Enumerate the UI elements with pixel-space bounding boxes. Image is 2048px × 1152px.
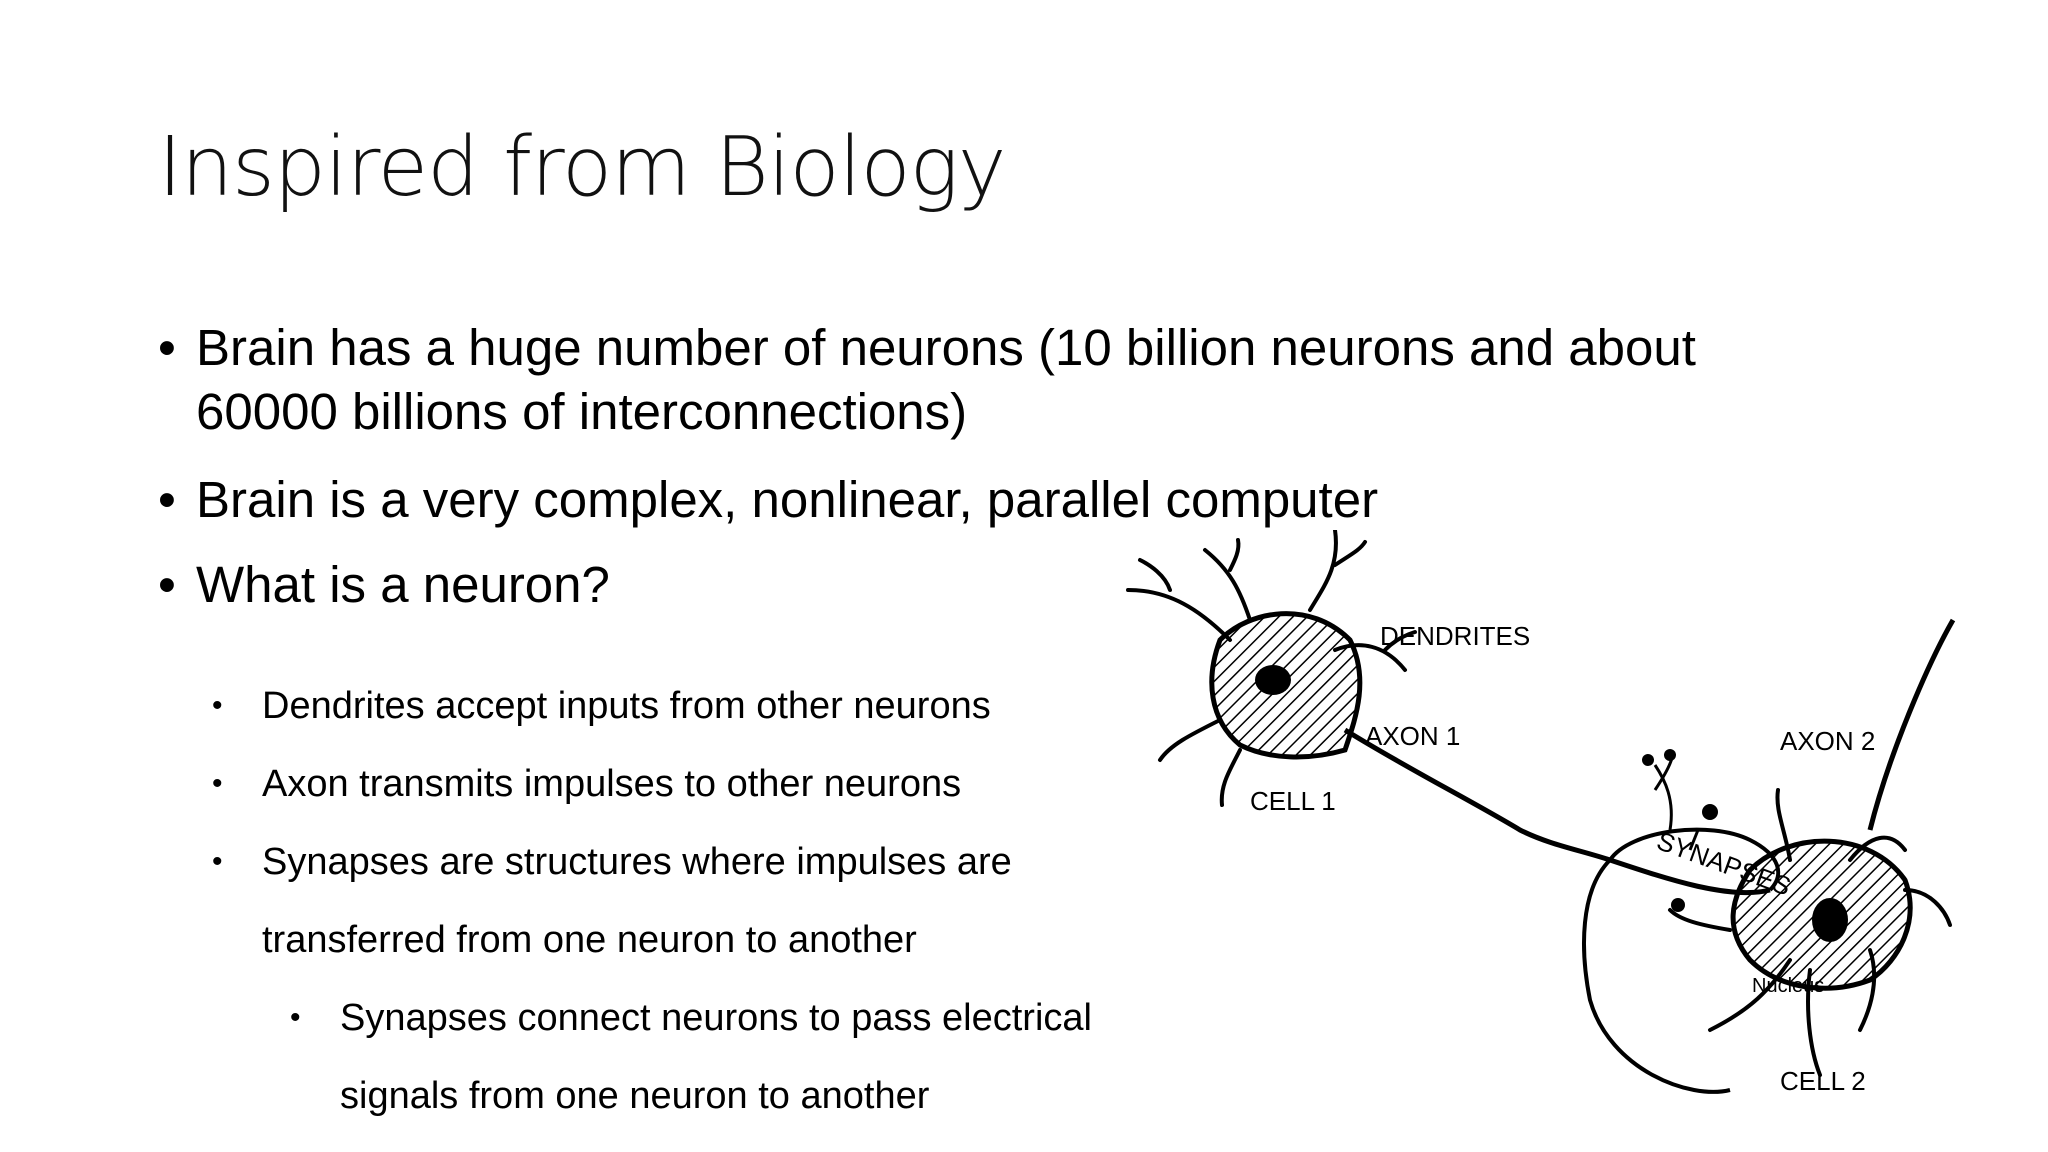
sub-bullet-3-line1: Synapses are structures where impulses a… xyxy=(262,841,1012,883)
cell-1-nucleus xyxy=(1255,665,1291,695)
synapse-knobs xyxy=(1642,749,1718,912)
sub-sub-bullet-1: • Synapses connect neurons to pass elect… xyxy=(290,979,1140,1135)
slide-title: Inspired from Biology xyxy=(158,120,1006,215)
cell-2-nucleus xyxy=(1812,898,1848,942)
label-axon-1: AXON 1 xyxy=(1365,721,1460,751)
label-axon-2: AXON 2 xyxy=(1780,726,1875,756)
neuron-diagram: DENDRITES AXON 1 CELL 1 AXON 2 SYNAPSES … xyxy=(1126,530,1956,1096)
axon-1 xyxy=(1343,727,1771,896)
sub-sub-bullet-1-line2: signals from one neuron to another xyxy=(340,1075,930,1117)
axon-2 xyxy=(1867,618,1956,831)
label-cell-2: CELL 2 xyxy=(1780,1066,1866,1096)
bullet-dot: • xyxy=(158,556,176,613)
label-nucleus: Nucleus xyxy=(1752,975,1824,997)
label-cell-1: CELL 1 xyxy=(1250,786,1336,816)
bullet-dot: • xyxy=(212,689,223,722)
bullet-dot: • xyxy=(212,767,223,800)
bullet-dot: • xyxy=(158,471,176,528)
bullet-dot: • xyxy=(158,319,176,376)
bullet-2-line1: Brain is a very complex, nonlinear, para… xyxy=(196,471,1379,528)
bullet-2: • Brain is a very complex, nonlinear, pa… xyxy=(158,468,1658,532)
sub-bullet-1-line1: Dendrites accept inputs from other neuro… xyxy=(262,685,991,727)
bullet-dot: • xyxy=(290,1001,301,1034)
sub-bullet-1: • Dendrites accept inputs from other neu… xyxy=(212,667,1112,745)
bullet-1: • Brain has a huge number of neurons (10… xyxy=(158,316,1858,444)
bullet-1-line2: 60000 billions of interconnections) xyxy=(196,383,968,440)
sub-bullet-2: • Axon transmits impulses to other neuro… xyxy=(212,745,1112,823)
sub-bullet-3-line2: transferred from one neuron to another xyxy=(262,919,917,961)
bullet-3-line1: What is a neuron? xyxy=(196,556,610,613)
sub-sub-bullet-1-line1: Synapses connect neurons to pass electri… xyxy=(340,997,1092,1039)
label-dendrites: DENDRITES xyxy=(1380,621,1530,651)
bullet-3: • What is a neuron? xyxy=(158,553,958,617)
bullet-dot: • xyxy=(212,845,223,878)
sub-bullet-2-line1: Axon transmits impulses to other neurons xyxy=(262,763,962,805)
sub-bullet-3: • Synapses are structures where impulses… xyxy=(212,823,1112,979)
bullet-1-line1: Brain has a huge number of neurons (10 b… xyxy=(196,319,1696,376)
